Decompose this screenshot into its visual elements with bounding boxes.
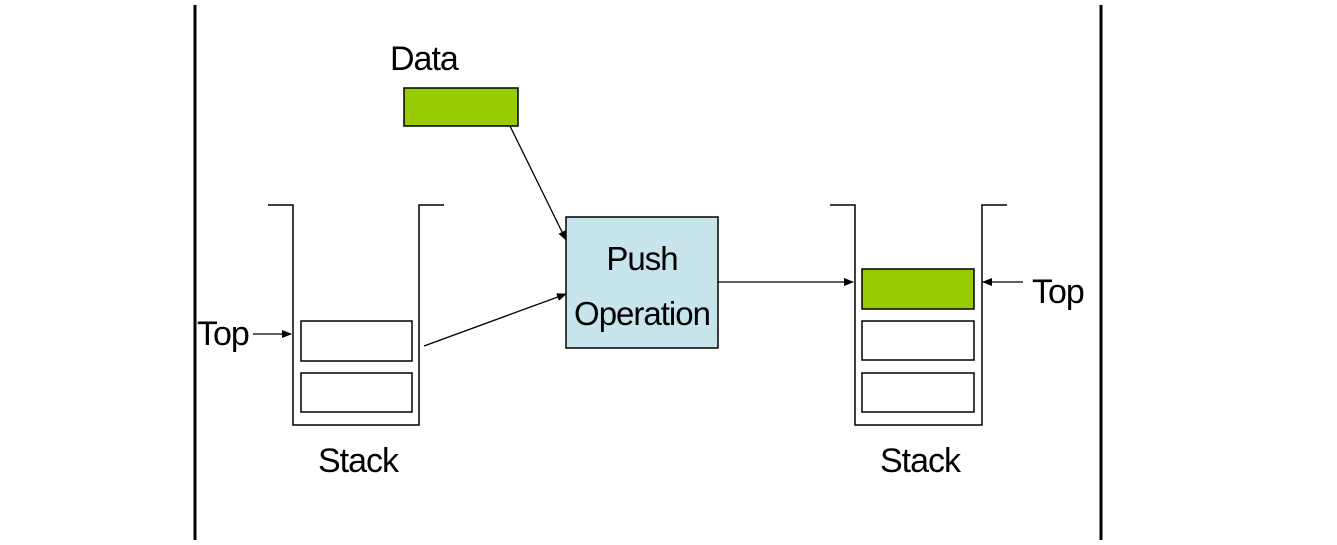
push-operation-box bbox=[565, 216, 719, 349]
push-operation-line1: Push bbox=[606, 240, 677, 277]
stack-to-operation-arrow bbox=[423, 293, 567, 347]
right-stack-slot bbox=[861, 372, 975, 413]
right-stack-container bbox=[830, 204, 1007, 426]
left-stack-label: Stack bbox=[318, 442, 400, 480]
left-top-label: Top bbox=[197, 315, 249, 353]
push-operation-line2: Operation bbox=[574, 295, 710, 332]
left-stack-container bbox=[268, 204, 444, 426]
left-stack-slot bbox=[300, 372, 413, 413]
right-top-label: Top bbox=[1032, 273, 1084, 311]
right-stack-label: Stack bbox=[880, 442, 962, 480]
right-stack-slot bbox=[861, 320, 975, 361]
left-stack-slot bbox=[300, 320, 413, 362]
right-stack-pushed-item bbox=[861, 268, 975, 310]
data-to-operation-arrow bbox=[509, 125, 567, 241]
data-block bbox=[403, 87, 519, 127]
data-label: Data bbox=[390, 40, 459, 78]
